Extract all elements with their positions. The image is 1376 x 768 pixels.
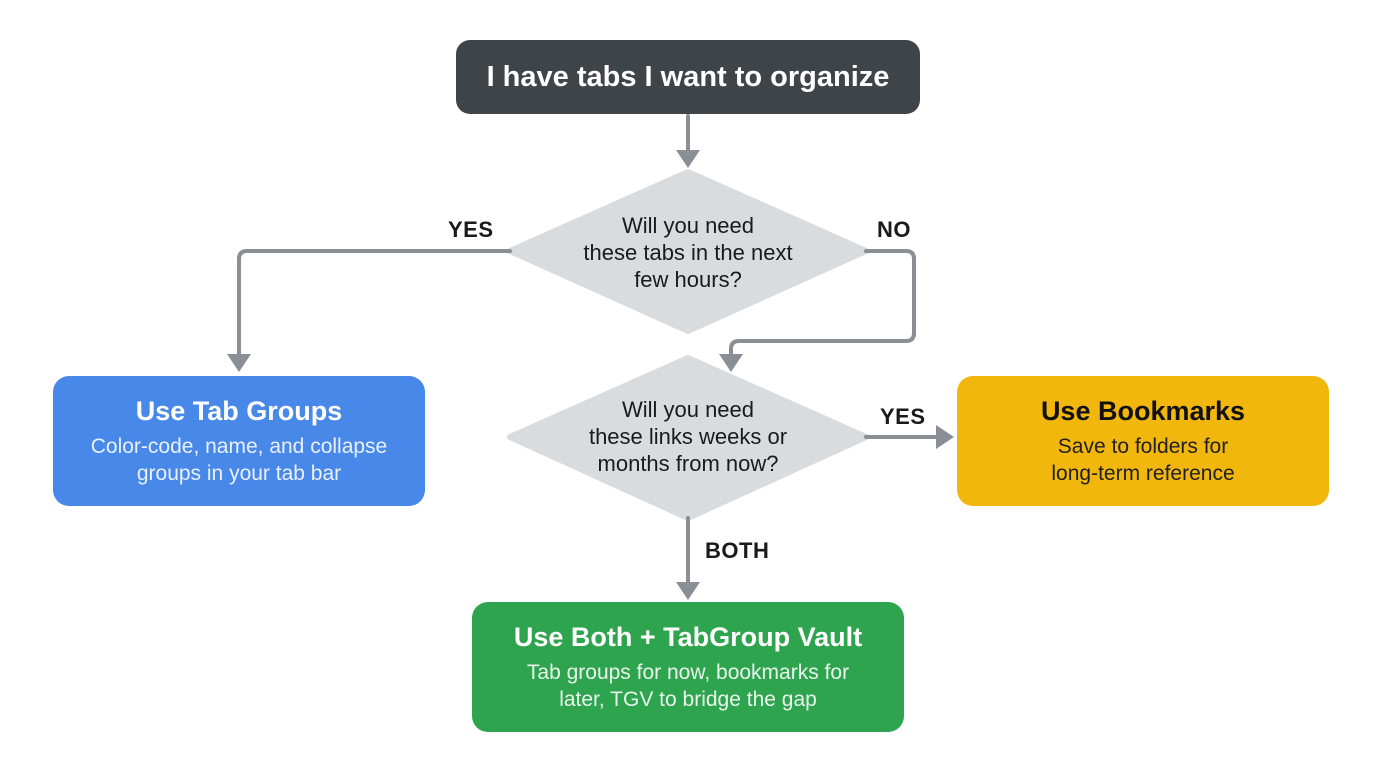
connector-arrow-q1-no <box>719 354 743 372</box>
outcome-tab-groups: Use Tab Groups Color-code, name, and col… <box>53 376 425 506</box>
outcome-both-title: Use Both + TabGroup Vault <box>513 621 863 652</box>
decision-q2-line: months from now? <box>597 451 779 476</box>
connector-q1-yes-to-tab-groups <box>237 249 512 356</box>
outcome-tab-groups-description: Color-code, name, and collapse groups in… <box>91 433 388 487</box>
outcome-both-desc-line: Tab groups for now, bookmarks for <box>526 661 850 685</box>
decision-q1-line: few hours? <box>634 267 742 292</box>
outcome-both-desc-line: later, TGV to bridge the gap <box>559 688 817 712</box>
start-node-title: I have tabs I want to organize <box>486 60 890 93</box>
decision-q2-text: Will you need these links weeks or month… <box>548 396 828 477</box>
connector-arrow-q2-both <box>676 582 700 600</box>
edge-label-q1-no: NO <box>877 217 911 242</box>
outcome-tab-groups-desc-line: groups in your tab bar <box>136 462 342 486</box>
outcome-bookmarks-desc-line: Save to folders for <box>1057 435 1229 459</box>
outcome-bookmarks: Use Bookmarks Save to folders for long-t… <box>957 376 1329 506</box>
connector-q1-no-to-q2 <box>729 249 916 356</box>
decision-q1-line: these tabs in the next <box>583 240 793 265</box>
edge-label-q2-both: BOTH <box>705 538 770 563</box>
connector-arrow-q1-yes <box>227 354 251 372</box>
decision-q1-text: Will you need these tabs in the next few… <box>548 212 828 293</box>
edge-label-q1-yes: YES <box>448 217 494 242</box>
outcome-tab-groups-desc-line: Color-code, name, and collapse <box>90 435 388 459</box>
decision-q1-line: Will you need <box>621 213 755 238</box>
outcome-bookmarks-title: Use Bookmarks <box>1040 395 1246 426</box>
decision-q2-line: these links weeks or <box>588 424 788 449</box>
outcome-bookmarks-description: Save to folders for long-term reference <box>1051 433 1234 487</box>
outcome-both: Use Both + TabGroup Vault Tab groups for… <box>472 602 904 732</box>
start-node: I have tabs I want to organize <box>456 40 920 114</box>
connector-arrow-start-to-q1 <box>676 150 700 168</box>
decision-diamond-q1 <box>507 169 869 334</box>
decision-q2-line: Will you need <box>621 397 755 422</box>
outcome-both-description: Tab groups for now, bookmarks for later,… <box>527 659 849 713</box>
outcome-tab-groups-title: Use Tab Groups <box>135 395 343 426</box>
outcome-bookmarks-desc-line: long-term reference <box>1051 462 1235 486</box>
connector-arrow-q2-yes <box>936 425 954 449</box>
edge-label-q2-yes: YES <box>880 404 926 429</box>
